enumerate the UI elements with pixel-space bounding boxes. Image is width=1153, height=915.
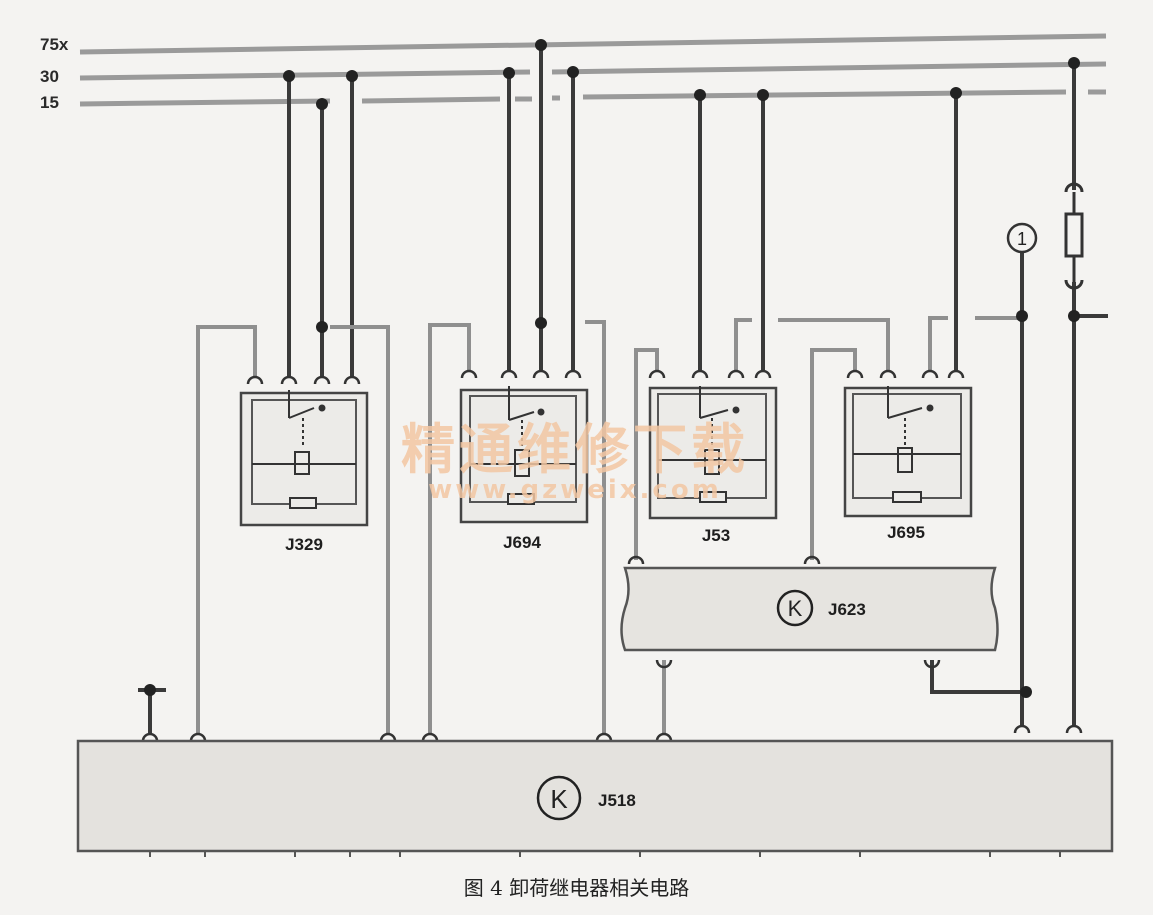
control-unit-label-j518: J518: [598, 791, 636, 810]
svg-text:K: K: [788, 596, 803, 621]
signal-wires: [196, 316, 1022, 735]
watermark-url: www.gzweix.com: [428, 475, 722, 505]
rail-75x: [79, 33, 1107, 55]
rail-label-30: 30: [40, 67, 59, 86]
figure-caption: 图 4 卸荷继电器相关电路: [463, 876, 690, 900]
terminal-hooks: [141, 369, 1083, 742]
fuse-icon: [1064, 182, 1084, 290]
watermark-text: 精通维修下载: [401, 417, 749, 481]
relay-label-j694: J694: [503, 533, 541, 552]
svg-text:K: K: [550, 784, 568, 814]
rail-label-75x: 75x: [40, 35, 69, 54]
k-symbol-icon: K: [536, 775, 582, 821]
control-unit-j623: K J623: [620, 566, 999, 652]
relay-label-j53: J53: [702, 526, 730, 545]
junction-dots: [144, 39, 1080, 698]
control-unit-j518: K J518: [76, 739, 1114, 857]
rail-30: [79, 61, 1107, 81]
control-unit-label-j623: J623: [828, 600, 866, 619]
relay-label-j695: J695: [887, 523, 925, 542]
k-symbol-icon: K: [776, 589, 814, 627]
power-wires: [138, 45, 1108, 735]
connector-marker-number: 1: [1017, 229, 1027, 249]
connector-marker-icon: 1: [1006, 222, 1038, 254]
rail-label-15: 15: [40, 93, 59, 112]
relay-internals: [252, 386, 961, 509]
relay-label-j329: J329: [285, 535, 323, 554]
